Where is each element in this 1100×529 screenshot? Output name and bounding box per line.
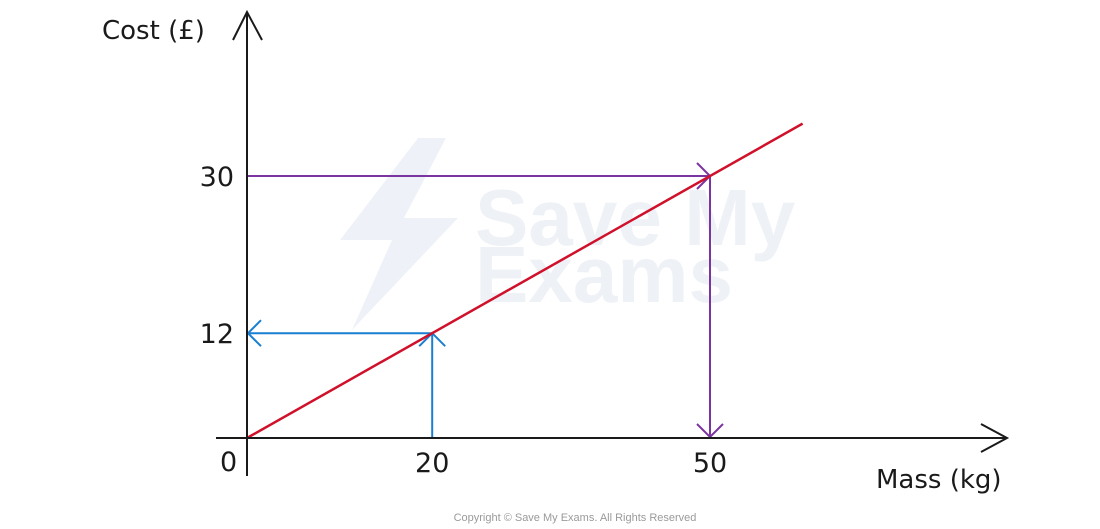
series-line-1 — [246, 122, 804, 440]
x-axis-arrowhead — [980, 423, 1010, 453]
origin-label: 0 — [220, 447, 237, 478]
watermark: Save My Exams — [340, 138, 796, 330]
watermark-line-2: Exams — [475, 230, 733, 319]
y-axis-arrowhead — [232, 9, 263, 41]
axes: Cost (£) Mass (kg) 0 — [102, 9, 1010, 495]
y-axis-title: Cost (£) — [102, 16, 205, 46]
x-axis-title: Mass (kg) — [876, 465, 1002, 495]
y-tick-label-12: 12 — [200, 319, 234, 350]
x-tick-label-50: 50 — [693, 448, 727, 479]
tick-labels: 20 50 12 30 — [200, 162, 728, 479]
lightning-bolt-icon — [340, 138, 458, 330]
copyright-text: Copyright © Save My Exams. All Rights Re… — [454, 512, 697, 524]
y-tick-label-30: 30 — [200, 162, 234, 193]
x-tick-label-20: 20 — [415, 448, 449, 479]
